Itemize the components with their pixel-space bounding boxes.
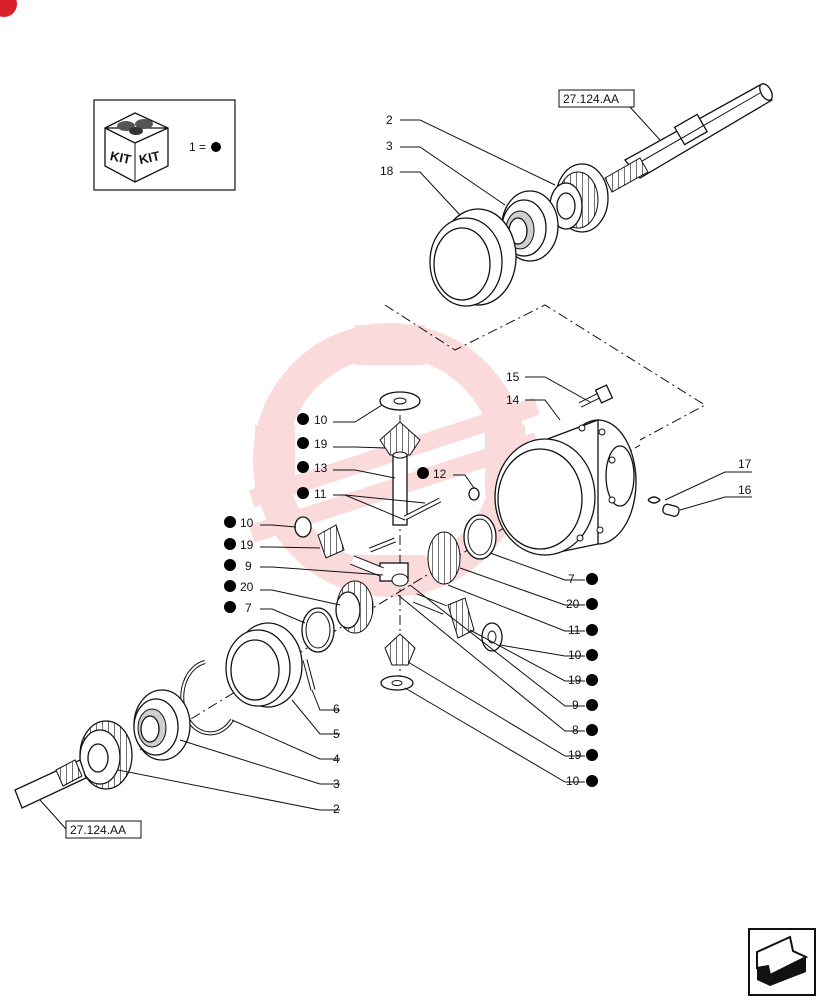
kit-dot-icon [586,775,598,787]
next-page-button[interactable] [748,928,816,996]
callout-16[interactable]: 16 [738,483,752,497]
kit-dot-icon [297,461,309,473]
gear-hub-bottom [79,720,133,790]
axle-shaft-top [604,83,773,193]
callout-9-b[interactable]: 9 [572,698,579,712]
callout-20-b[interactable]: 20 [566,597,580,611]
kit-legend: KIT KIT 1 = [93,99,236,191]
kit-dot-icon [586,573,598,585]
bearing-bottom [133,689,191,761]
callout-10-b[interactable]: 10 [240,516,254,530]
kit-dot-icon [417,467,429,479]
left-side-parts [180,607,335,736]
callout-8[interactable]: 8 [572,723,579,737]
kit-dot-icon [586,724,598,736]
callout-17[interactable]: 17 [738,457,752,471]
reference-box-top[interactable]: 27.124.AA [558,89,661,141]
callout-7-b[interactable]: 7 [568,572,575,586]
callout-2-bottom[interactable]: 2 [333,802,340,816]
reference-label-bottom: 27.124.AA [70,823,126,837]
axle-shaft-bottom [14,759,87,809]
kit-dot-icon [211,142,221,152]
kit-dot-icon [586,749,598,761]
callout-11-b[interactable]: 11 [568,623,581,637]
kit-dot-icon [586,598,598,610]
callout-10-c[interactable]: 10 [568,648,582,662]
callout-10-d[interactable]: 10 [566,774,580,788]
housing-bolt [578,384,614,408]
callout-14[interactable]: 14 [506,393,520,407]
next-page-arrow-icon [756,935,809,986]
kit-dot-icon [586,624,598,636]
kit-legend-text: 1 = [189,140,206,154]
kit-dot-icon [224,559,236,571]
kit-word-right: KIT [138,148,162,167]
callout-20-a[interactable]: 20 [240,580,254,594]
kit-dot-icon [586,649,598,661]
callout-3-bottom[interactable]: 3 [333,777,340,791]
differential-housing [494,419,637,556]
kit-dot-icon [297,413,309,425]
kit-dot-icon [224,580,236,592]
callouts: 2 3 18 15 14 17 16 10 19 13 11 12 10 19 … [224,113,752,816]
bearing-cup [429,208,517,307]
callout-12[interactable]: 12 [433,467,447,481]
callout-2-top[interactable]: 2 [386,113,393,127]
callout-19-c[interactable]: 19 [568,673,582,687]
pin-and-clip [647,496,680,517]
kit-dot-icon [297,487,309,499]
kit-box-icon [104,112,169,183]
bevel-gear-assembly [294,391,503,691]
callout-19-d[interactable]: 19 [568,748,582,762]
kit-dot-icon [586,674,598,686]
callout-3-top[interactable]: 3 [386,139,393,153]
kit-dot-icon [586,699,598,711]
corner-badge-icon [0,0,17,17]
callout-19-a[interactable]: 19 [314,437,328,451]
callout-4[interactable]: 4 [333,752,340,766]
kit-dot-icon [224,516,236,528]
callout-9-a[interactable]: 9 [245,559,252,573]
reference-label-top: 27.124.AA [563,92,619,106]
callout-13[interactable]: 13 [314,461,328,475]
callout-5[interactable]: 5 [333,727,340,741]
callout-11-a[interactable]: 11 [314,487,327,501]
callout-15[interactable]: 15 [506,370,520,384]
kit-word-left: KIT [109,148,133,167]
leader-lines [117,119,752,811]
callout-6[interactable]: 6 [333,702,340,716]
kit-dot-icon [224,601,236,613]
gear-hub-top [549,163,609,233]
callout-7-a[interactable]: 7 [245,601,252,615]
callout-18[interactable]: 18 [380,164,394,178]
kit-dot-icon [224,538,236,550]
callout-10-a[interactable]: 10 [314,413,328,427]
reference-box-bottom[interactable]: 27.124.AA [39,799,142,839]
callout-19-b[interactable]: 19 [240,538,254,552]
kit-dot-icon [297,437,309,449]
